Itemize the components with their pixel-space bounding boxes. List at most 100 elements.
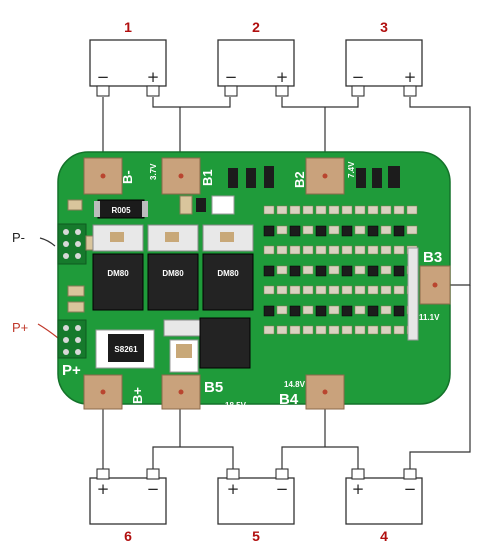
balance-mosfet xyxy=(263,225,275,237)
mosfet: DM80 xyxy=(202,224,254,311)
battery-number: 3 xyxy=(380,19,388,35)
smd-resistor xyxy=(341,285,353,295)
balance-mosfet xyxy=(393,305,405,317)
smd-resistor xyxy=(276,265,288,275)
label-b3: B3 xyxy=(423,249,442,266)
battery-number: 4 xyxy=(380,528,388,544)
balance-mosfet xyxy=(289,265,301,277)
smd-resistor xyxy=(354,325,366,335)
balance-resistor-grid xyxy=(263,205,419,341)
balance-mosfet xyxy=(263,265,275,277)
battery-body xyxy=(217,477,295,525)
label-b2: B2 xyxy=(292,171,307,188)
smd-resistor xyxy=(380,305,392,315)
battery-minus-sign: − xyxy=(404,480,417,498)
ic-label: S8261 xyxy=(114,345,138,354)
smd-resistor xyxy=(393,205,405,215)
smd-resistor xyxy=(354,245,366,255)
battery-minus-sign: − xyxy=(225,68,238,86)
battery-terminal-plus xyxy=(351,468,365,480)
smd-resistor xyxy=(276,245,288,255)
battery-terminal-minus xyxy=(275,468,289,480)
smd-resistor xyxy=(328,205,340,215)
battery-terminal-plus xyxy=(146,85,160,97)
shunt-resistor: R005 xyxy=(94,199,148,219)
smd-resistor xyxy=(328,245,340,255)
balance-mosfet xyxy=(315,225,327,237)
smd-resistor xyxy=(289,285,301,295)
p-plus-label: P+ xyxy=(12,320,28,335)
smd-resistor xyxy=(393,325,405,335)
smd-resistor xyxy=(315,205,327,215)
smd-resistor xyxy=(393,285,405,295)
label-b-plus: B+ xyxy=(130,387,145,404)
battery-4: + − 4 xyxy=(345,468,423,544)
balance-mosfet xyxy=(289,305,301,317)
battery-5: + − 5 xyxy=(217,468,295,544)
label-14-8v: 14.8V xyxy=(284,380,306,389)
battery-terminal-minus xyxy=(224,85,238,97)
p-minus-header xyxy=(57,223,87,265)
smd-resistor xyxy=(302,225,314,235)
battery-plus-sign: + xyxy=(404,68,417,86)
smd-resistor xyxy=(302,285,314,295)
mosfet-label: DM80 xyxy=(107,269,129,278)
smd-resistor xyxy=(380,245,392,255)
smd-resistor xyxy=(302,305,314,315)
battery-terminal-plus xyxy=(226,468,240,480)
battery-6: + − 6 xyxy=(89,468,167,544)
smd-resistor xyxy=(367,205,379,215)
battery-body xyxy=(89,477,167,525)
smd-resistor xyxy=(302,245,314,255)
smd-resistor xyxy=(302,205,314,215)
battery-number: 5 xyxy=(252,528,260,544)
smd-resistor xyxy=(341,245,353,255)
balance-mosfet xyxy=(367,225,379,237)
smd-resistor xyxy=(380,325,392,335)
smd-resistor xyxy=(380,225,392,235)
smd-resistor xyxy=(367,325,379,335)
battery-minus-sign: − xyxy=(352,68,365,86)
mosfet-array: DM80 DM80 DM80 xyxy=(92,224,254,311)
label-b4: B4 xyxy=(279,391,299,408)
battery-number: 2 xyxy=(252,19,260,35)
smd-resistor xyxy=(328,325,340,335)
label-3-7v: 3.7V xyxy=(149,163,158,180)
battery-2: − + 2 xyxy=(217,19,295,97)
balance-mosfet xyxy=(289,225,301,237)
bms-pcb: R005 DM80 DM80 DM80 xyxy=(57,151,451,410)
label-18-5v: 18.5V xyxy=(225,401,247,410)
smd-top-row xyxy=(179,166,400,215)
smd-resistor xyxy=(315,245,327,255)
smd-resistor xyxy=(354,205,366,215)
battery-plus-sign: + xyxy=(97,480,110,498)
balance-mosfet xyxy=(341,305,353,317)
protection-ic: S8261 xyxy=(95,329,155,369)
balance-mosfet xyxy=(393,225,405,237)
smd-resistor xyxy=(276,325,288,335)
balance-mosfet xyxy=(315,305,327,317)
smd-resistor xyxy=(328,285,340,295)
battery-number: 6 xyxy=(124,528,132,544)
label-7-4v: 7.4V xyxy=(347,161,356,178)
smd-resistor xyxy=(315,285,327,295)
battery-minus-sign: − xyxy=(276,480,289,498)
battery-body xyxy=(217,39,295,87)
mosfet-small xyxy=(163,317,251,373)
label-11-1v: 11.1V xyxy=(419,313,440,322)
balance-mosfet xyxy=(367,265,379,277)
battery-terminal-minus xyxy=(403,468,417,480)
smd-resistor xyxy=(380,265,392,275)
pcb-edge-strip xyxy=(407,247,419,341)
smd-resistor xyxy=(302,265,314,275)
label-b-minus: B- xyxy=(120,170,135,184)
smd-resistor xyxy=(289,325,301,335)
battery-3: − + 3 xyxy=(345,19,423,97)
battery-terminal-minus xyxy=(146,468,160,480)
smd-resistor xyxy=(315,325,327,335)
smd-resistor xyxy=(406,205,418,215)
battery-terminal-plus xyxy=(96,468,110,480)
battery-minus-sign: − xyxy=(147,480,160,498)
smd-resistor xyxy=(354,305,366,315)
mosfet-label: DM80 xyxy=(162,269,184,278)
